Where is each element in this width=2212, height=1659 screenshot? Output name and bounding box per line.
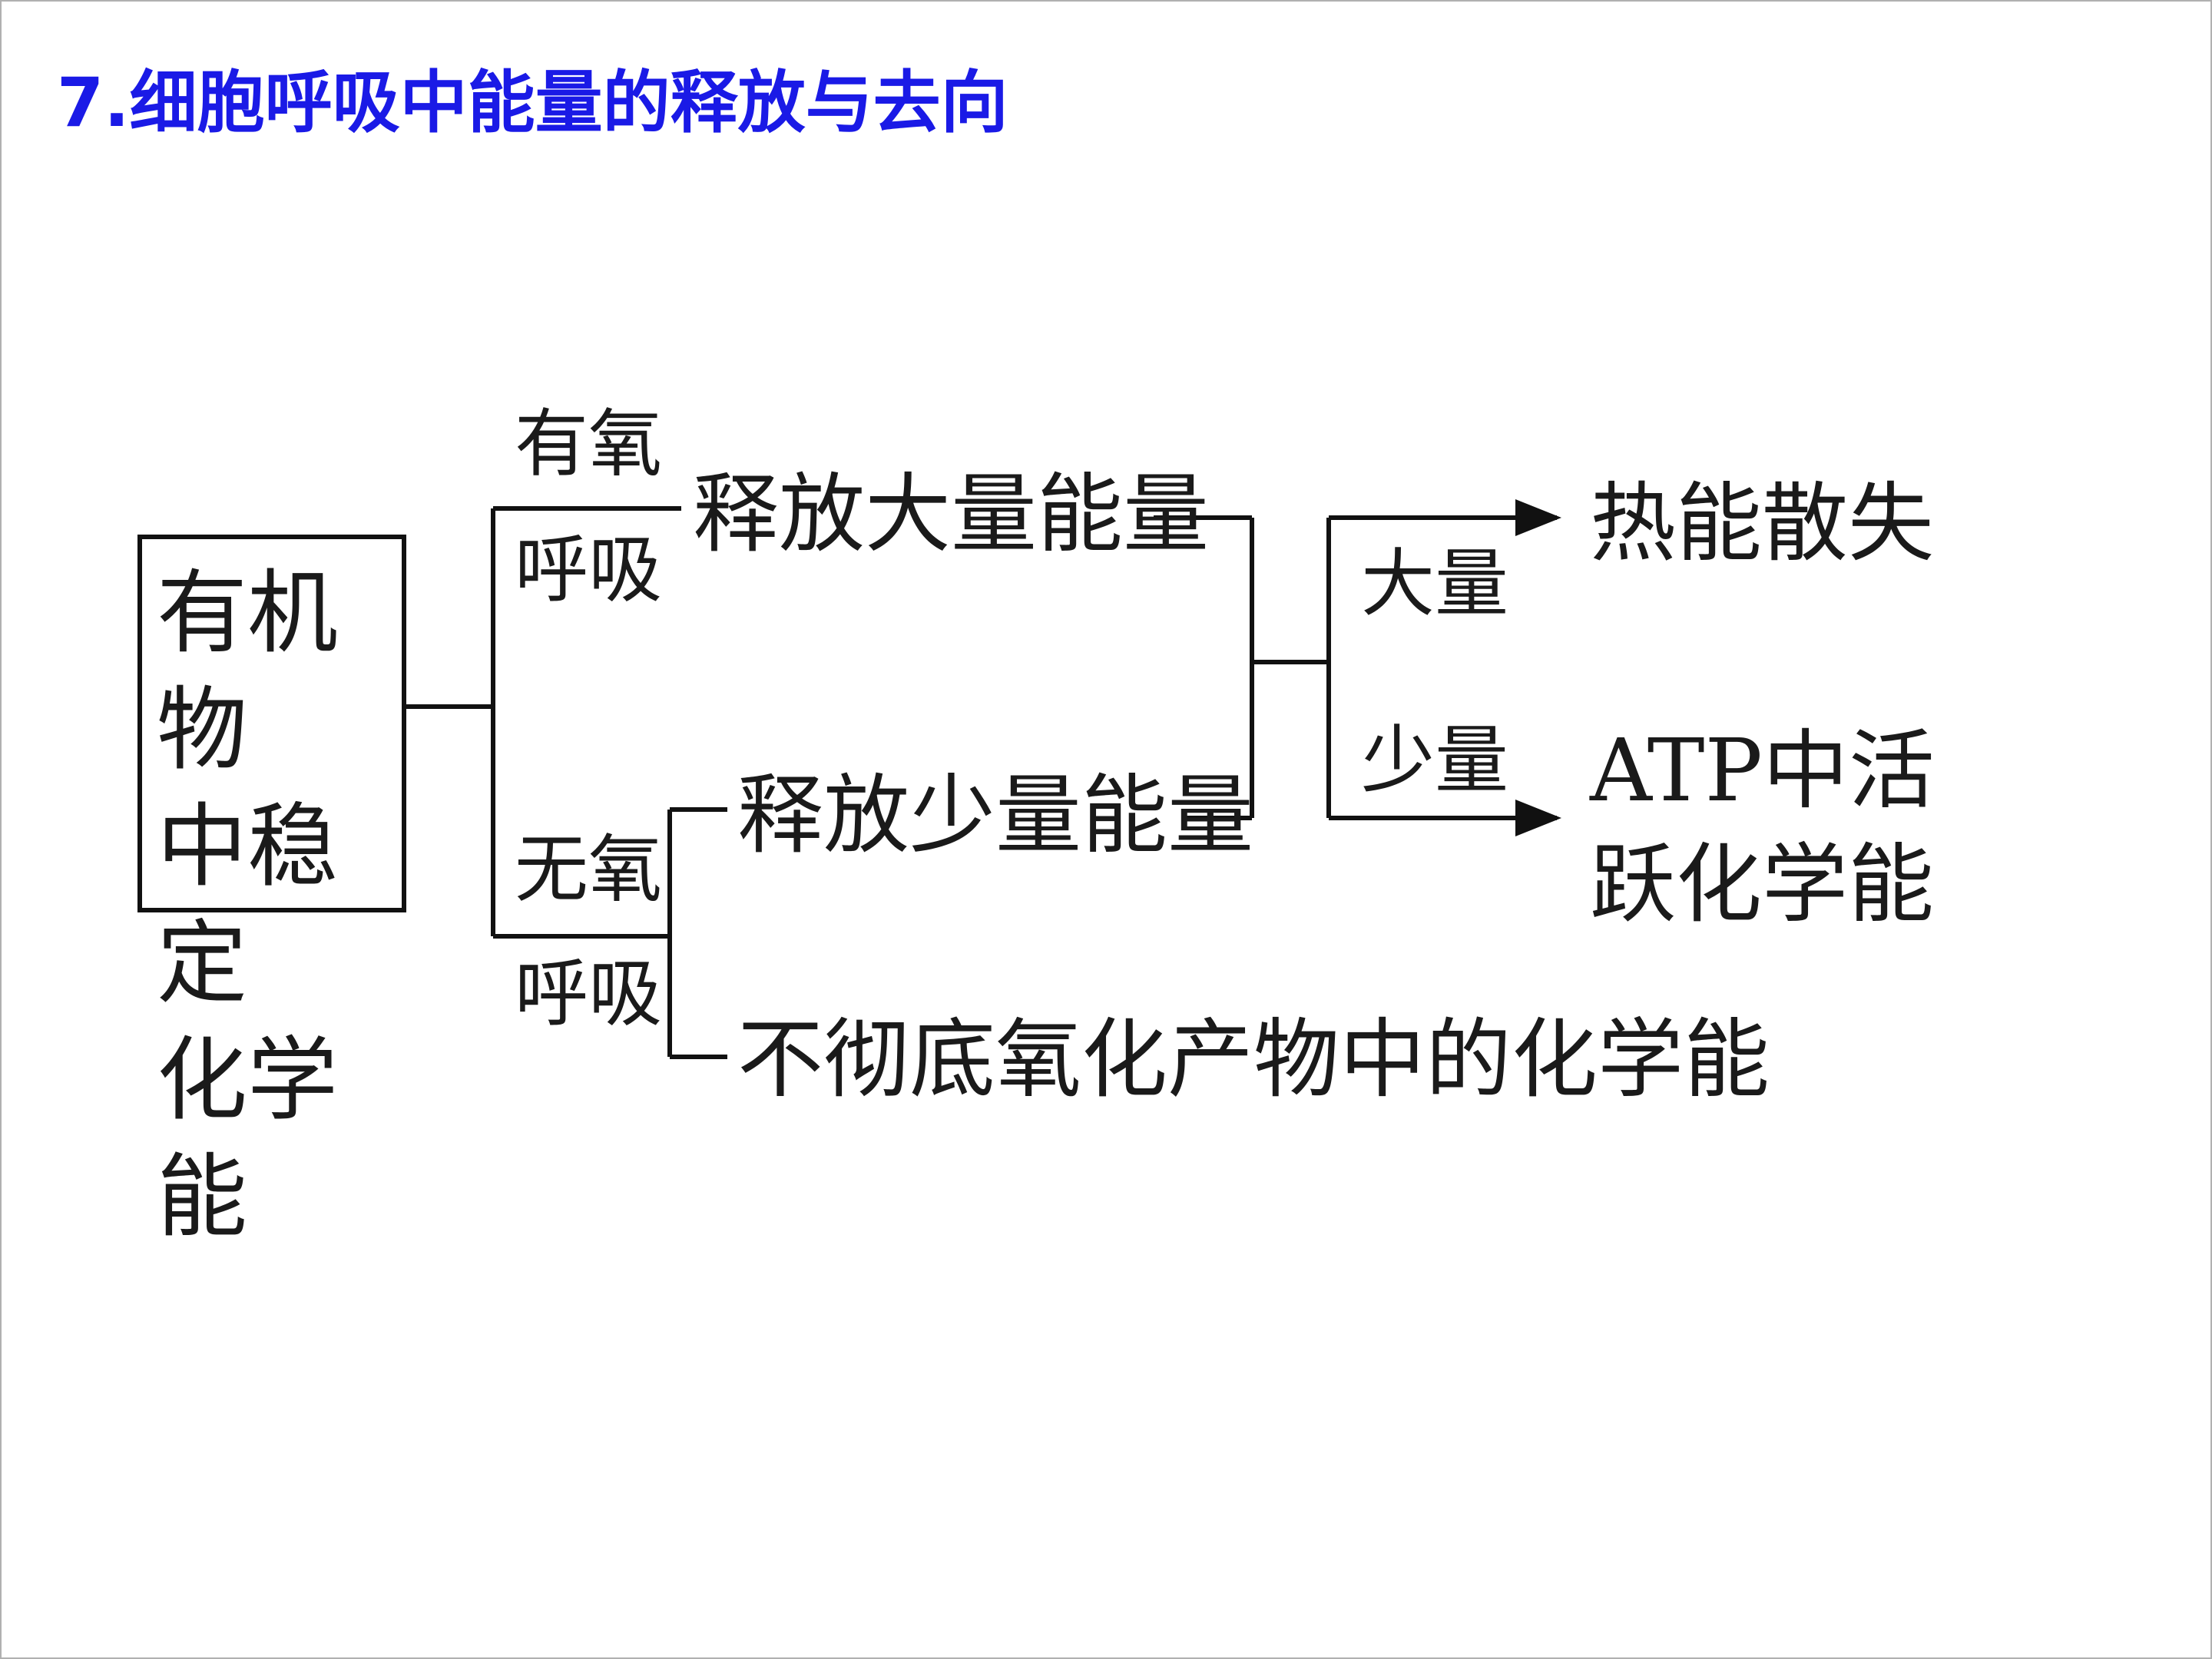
label-small-amount: 少量 [1361,717,1508,803]
node-incomplete-oxidation: 不彻底氧化产物中的化学能 [737,1010,1770,1110]
node-atp-line-2: 跃化学能 [1590,835,1934,935]
node-atp-line-1: ATP中活 [1590,721,1935,821]
label-aerobic-top: 有氧 [515,401,662,487]
source-line-2: 中稳定 [157,793,339,1016]
label-aerobic-bottom: 呼吸 [515,527,662,613]
label-anaerobic-bottom: 呼吸 [515,951,662,1037]
source-line-1: 有机物 [157,560,339,783]
source-line-3: 化学能 [157,1027,339,1250]
label-large-amount: 大量 [1361,541,1508,627]
node-little-energy: 释放少量能量 [737,766,1253,866]
node-heat-loss: 热能散失 [1590,474,1934,574]
source-box [137,535,406,912]
node-much-energy: 释放大量能量 [693,465,1209,565]
label-anaerobic-top: 无氧 [515,826,662,912]
source-box-text: 有机物 中稳定 化学能 [157,555,410,1255]
slide-title: 7.细胞呼吸中能量的释放与去向 [57,63,1008,142]
